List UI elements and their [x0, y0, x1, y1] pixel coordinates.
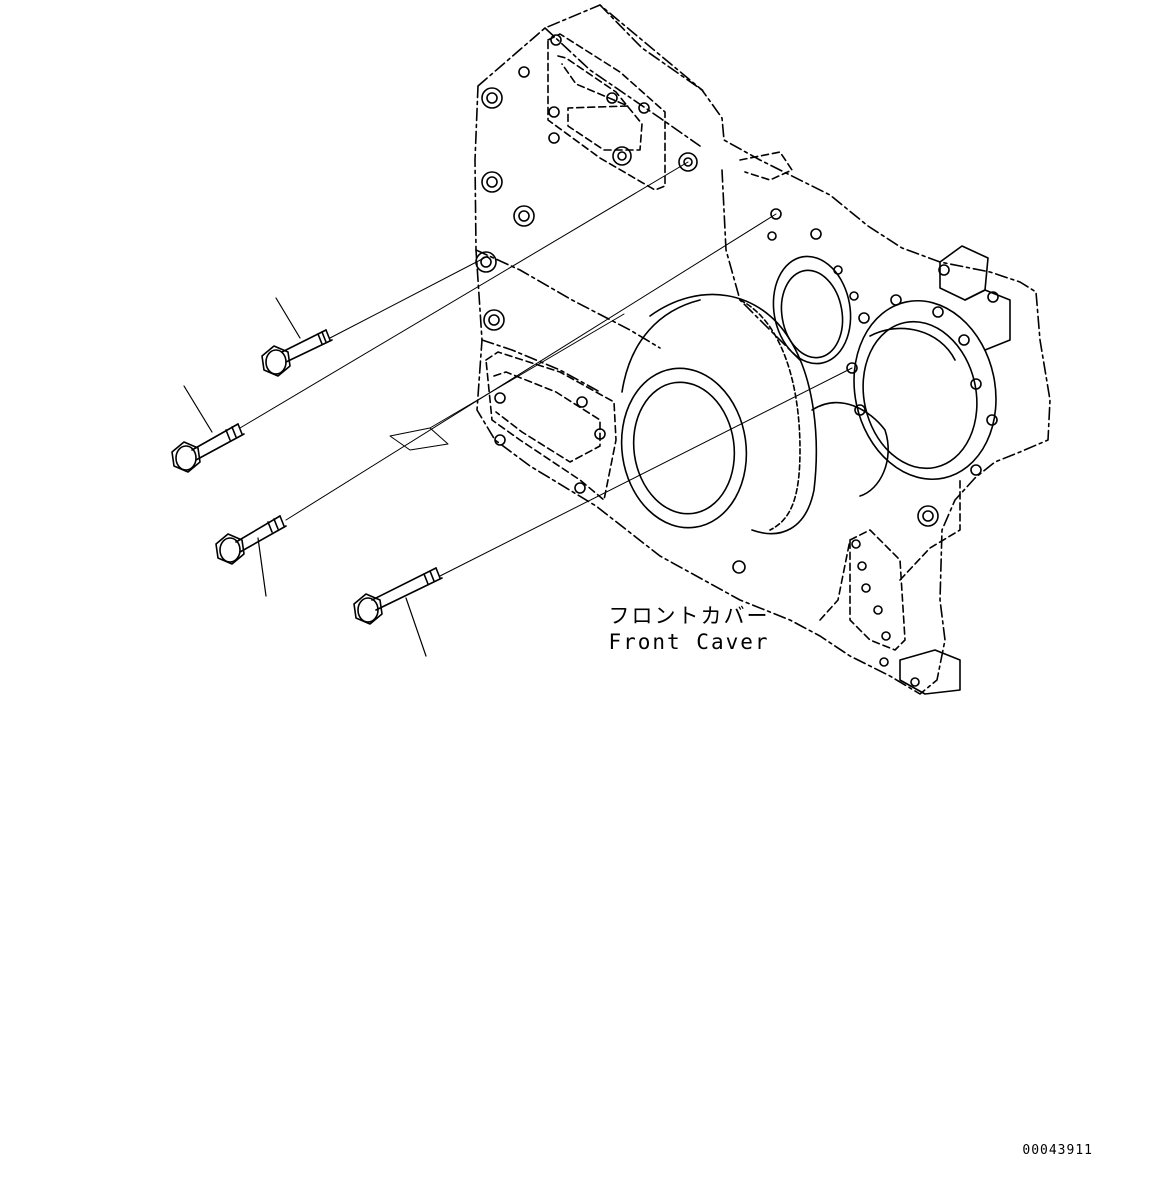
front-cover-label: フロントカバー Front Caver — [604, 603, 774, 655]
bolt-2 — [172, 424, 244, 472]
callout-leader-bolt-1 — [276, 298, 300, 338]
callout-leader-bolt-2 — [184, 386, 212, 432]
bolt-1 — [262, 330, 332, 376]
front-cover-housing — [475, 5, 1050, 694]
assembly-centerlines — [240, 162, 852, 576]
bolt-holes — [476, 35, 998, 686]
bolt-4 — [354, 568, 442, 624]
front-cover-label-japanese: フロントカバー — [608, 604, 770, 628]
callout-leader-bolt-4 — [406, 598, 426, 656]
callout-leader-bolt-3 — [258, 538, 266, 596]
front-cover-label-english: Front Caver — [608, 630, 770, 654]
callout-leaders — [184, 298, 426, 656]
bolt-3 — [216, 516, 286, 564]
drawing-number: 00043911 — [1022, 1143, 1093, 1158]
